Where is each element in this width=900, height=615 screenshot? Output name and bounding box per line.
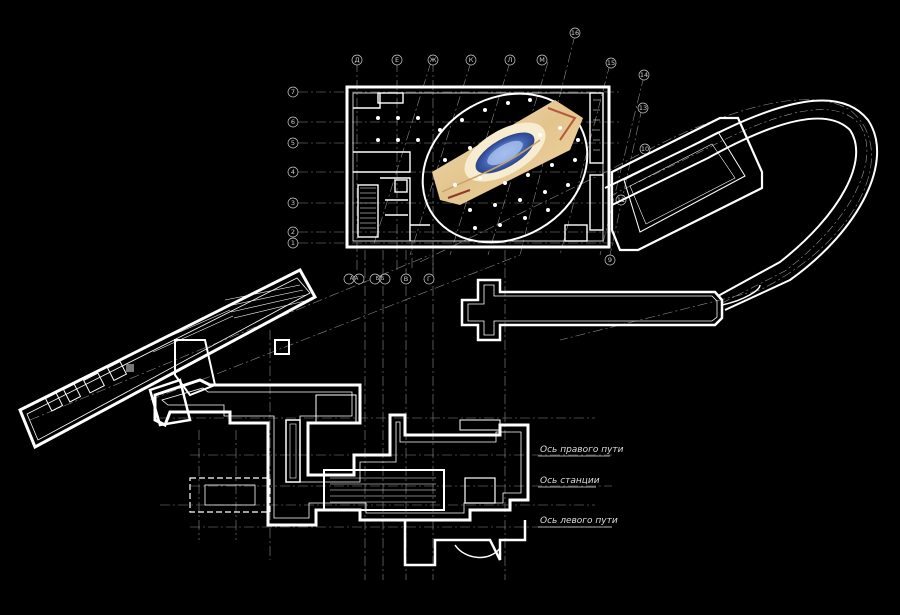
axis-lines	[29, 34, 872, 580]
grid-label-top: М	[539, 56, 545, 64]
grid-label-top: Д	[354, 56, 359, 64]
grid-label-left: 4	[291, 168, 295, 176]
grid-label-left: 7	[291, 88, 295, 96]
transfer-passage	[460, 278, 761, 342]
grid-label-left: 3	[291, 199, 295, 207]
hall-floor-rendering	[432, 100, 583, 205]
grid-label-top: Е	[395, 56, 399, 64]
ticket-hall	[345, 85, 611, 249]
grid-label-left: 6	[291, 118, 295, 126]
grid-label-bottom: Б/Б	[376, 276, 385, 282]
grid-label-top-right: 13	[639, 104, 647, 112]
station-axis-label: Ось станции	[540, 476, 600, 486]
grid-label-left: 5	[291, 139, 295, 147]
grid-label-top-right: 15	[607, 59, 615, 67]
upper-right-vestibule	[610, 116, 764, 252]
grid-label-bottom: А/А	[350, 276, 359, 282]
grid-label-top: Л	[508, 56, 513, 64]
grid-label-top: Ж	[429, 56, 436, 64]
grid-label-top: К	[469, 56, 474, 64]
grid-label-right: 9	[608, 256, 612, 264]
grid-bubbles	[287, 27, 651, 285]
grid-label-top-right: 16	[571, 29, 579, 37]
escalator-tunnel	[18, 268, 318, 450]
grid-label-right: 10	[641, 145, 649, 153]
annotation-leaders	[538, 455, 612, 528]
grid-label-top-right: 14	[640, 71, 648, 79]
left-track-axis-label: Ось левого пути	[540, 516, 618, 526]
station-complex	[153, 339, 530, 567]
grid-label-left: 2	[291, 228, 295, 236]
grid-label-bottom: В	[404, 275, 408, 283]
grid-label-left: 1	[291, 239, 295, 247]
grid-label-bottom: Г	[427, 275, 431, 283]
tunnel-loop	[604, 99, 878, 311]
right-track-axis-label: Ось правого пути	[540, 445, 624, 455]
